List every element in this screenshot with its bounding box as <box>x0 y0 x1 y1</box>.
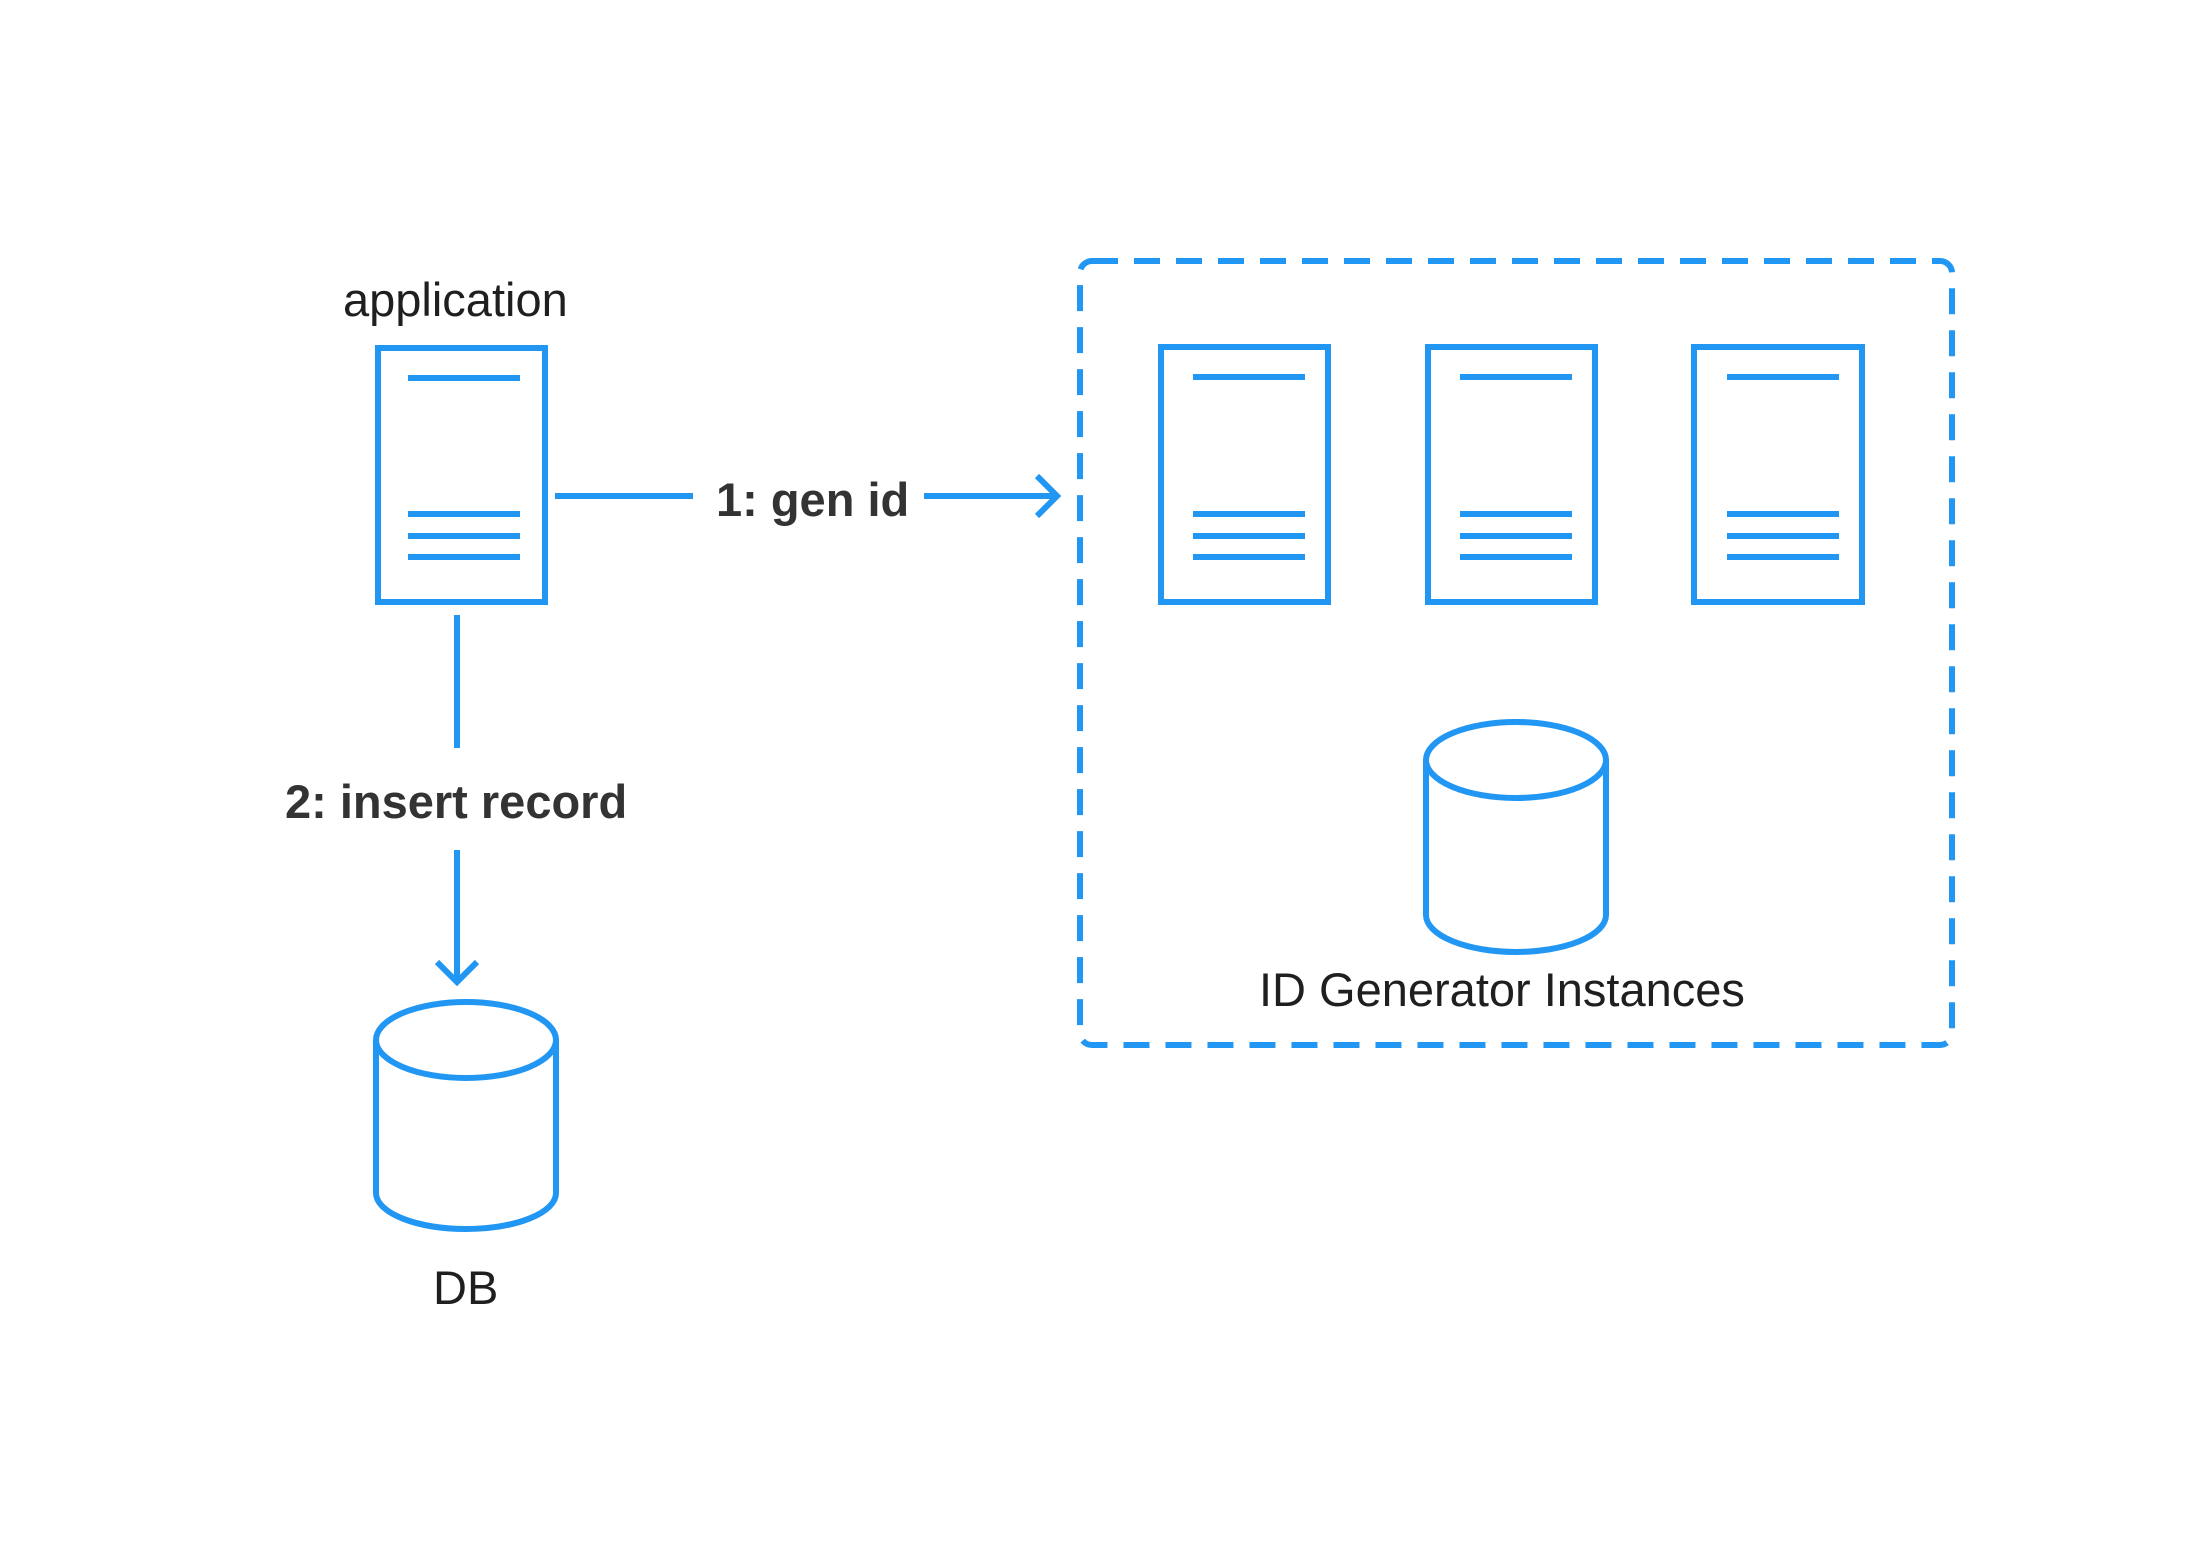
id-generator-group-border <box>1077 258 1955 1048</box>
gen-id-edge-label: 1: gen id <box>716 473 910 526</box>
application-label: application <box>343 273 568 326</box>
db-label: DB <box>433 1261 499 1314</box>
id-generator-database-icon <box>1423 719 1609 955</box>
id-generator-server-icon <box>1158 344 1331 605</box>
gen-id-arrow <box>555 473 1062 519</box>
db-database-icon <box>373 999 559 1232</box>
id-generator-server-icon <box>1425 344 1598 605</box>
id-generator-server-icon <box>1691 344 1865 605</box>
insert-record-edge-label: 2: insert record <box>285 775 628 828</box>
insert-record-arrow <box>434 615 480 987</box>
id-generator-group-label: ID Generator Instances <box>1259 963 1745 1016</box>
application-server-icon <box>375 345 548 605</box>
